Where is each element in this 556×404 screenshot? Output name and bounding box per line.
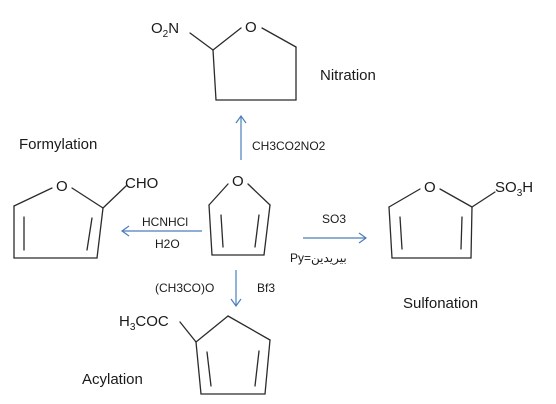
sulfonation-label: Sulfonation xyxy=(403,295,478,312)
furan-oxygen: O xyxy=(232,173,244,190)
acylation-reagent-left: (CH3CO)O xyxy=(155,281,214,295)
formylation-arrow xyxy=(120,225,202,237)
sulfonic-h: H xyxy=(522,179,533,196)
acetyl-h: H xyxy=(119,313,130,330)
acylation-arrow xyxy=(230,270,242,308)
nitration-label: Nitration xyxy=(320,67,376,84)
sulfonic-so: SO xyxy=(495,179,517,196)
nitro-o: O xyxy=(151,20,163,37)
acylation-product: H3COC xyxy=(119,313,271,395)
acetyl-subscript: 3 xyxy=(130,322,136,333)
nitration-arrow xyxy=(235,114,247,160)
nitro-group: O2N xyxy=(151,20,179,40)
sulfonation-reagent-top: SO3 xyxy=(322,212,346,226)
formylation-reagent-top: HCNHCl xyxy=(142,215,188,229)
acetyl-group: H3COC xyxy=(119,313,169,333)
sulfonation-arrow xyxy=(303,232,368,244)
nitration-product: O2N O xyxy=(151,19,297,101)
nitro-n: N xyxy=(168,20,179,37)
acylation-reagent-right: Bf3 xyxy=(257,281,275,295)
formylation-product: O CHO xyxy=(13,175,158,259)
sulfonation-product: O SO3H xyxy=(388,179,533,259)
nitration-reagent: CH3CO2NO2 xyxy=(252,139,326,153)
formyl-group: CHO xyxy=(125,175,158,192)
acetyl-coc: COC xyxy=(135,313,169,330)
sulfonation-reagent-bottom: Py=بيريدين xyxy=(290,251,347,265)
nitro-subscript: 2 xyxy=(163,29,169,40)
formylation-label: Formylation xyxy=(19,136,97,153)
nitration-ring-oxygen: O xyxy=(245,19,257,36)
acylation-label: Acylation xyxy=(82,371,143,388)
sulfonic-group: SO3H xyxy=(495,179,533,199)
formylation-reagent-bottom: H2O xyxy=(155,237,180,251)
sulfonation-ring-oxygen: O xyxy=(424,179,436,196)
furan-center: O xyxy=(208,173,271,256)
sulfonic-subscript: 3 xyxy=(517,188,523,199)
formylation-ring-oxygen: O xyxy=(56,178,68,195)
